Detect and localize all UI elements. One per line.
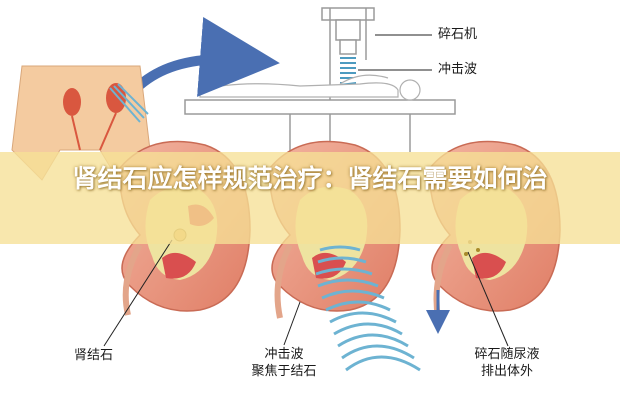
- shockwave-beam: [315, 245, 421, 372]
- leader-line-stone: [103, 239, 173, 347]
- label-pass-line2: 排出体外: [480, 364, 533, 379]
- leader-line-focus: [283, 301, 301, 346]
- label-kidney-stone: 肾结石: [74, 348, 114, 363]
- treatment-table: [184, 99, 456, 152]
- label-focus-line1: 冲击波: [264, 347, 304, 362]
- label-pass-line1: 碎石随尿液: [474, 347, 540, 362]
- label-shockwave: 冲击波: [438, 62, 478, 77]
- title-banner: [0, 152, 620, 244]
- label-focus-line2: 聚焦于结石: [251, 364, 317, 379]
- page-title: 肾结石应怎样规范治疗：肾结石需要如何治: [72, 164, 548, 193]
- leader-line-pass: [467, 251, 509, 347]
- process-arrow: [136, 17, 280, 97]
- label-lithotripter: 碎石机: [438, 27, 478, 42]
- torso-inset: [11, 65, 151, 181]
- patient-outline: [199, 74, 421, 101]
